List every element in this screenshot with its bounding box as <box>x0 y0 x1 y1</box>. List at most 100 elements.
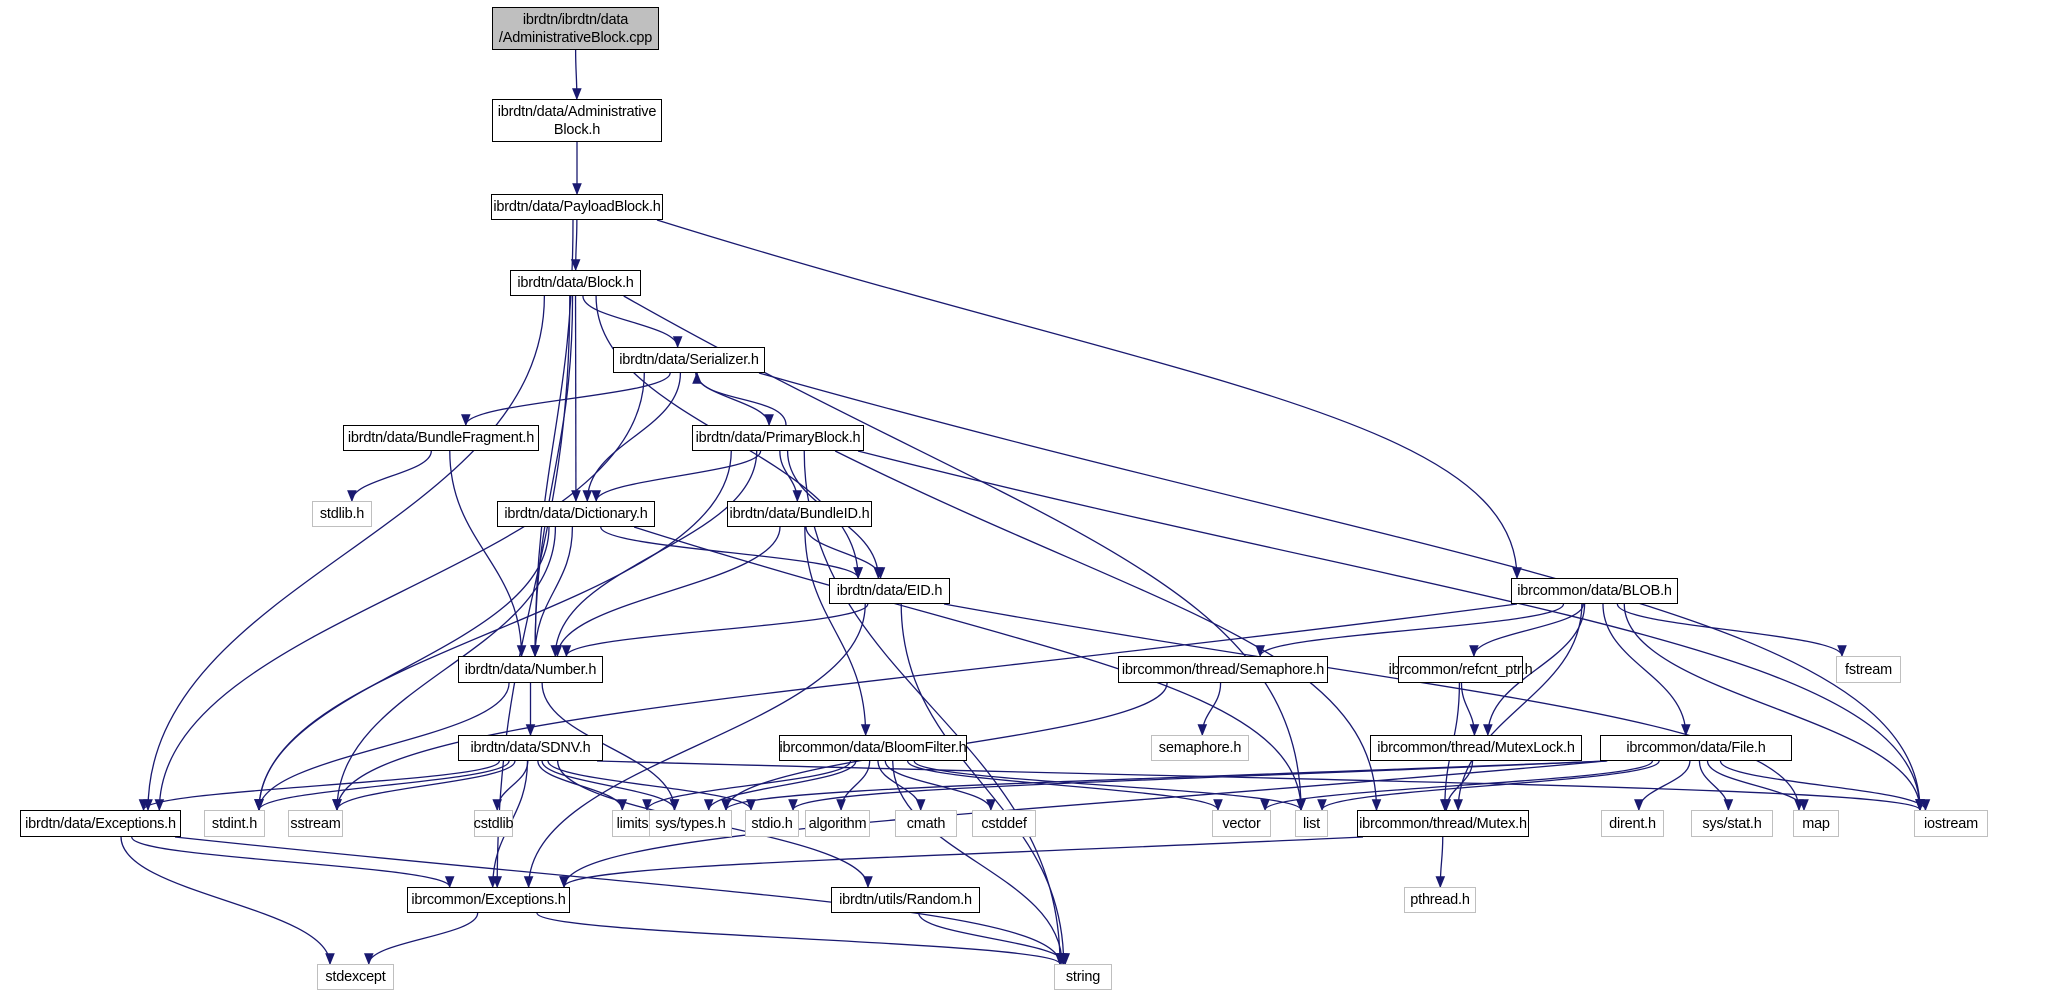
edge-sdnv-to-sstream <box>332 760 516 812</box>
edge-mutex-to-ibrexceptions <box>559 836 1364 889</box>
node-ibrexceptions[interactable]: ibrcommon/Exceptions.h <box>407 887 570 913</box>
edge-primaryblock-to-mutex <box>834 450 1382 812</box>
node-limits: limits <box>612 810 653 837</box>
edge-bundlefragment-to-stdlib <box>347 450 432 503</box>
edge-bloomfilter-to-systypes <box>704 760 857 812</box>
edge-bloomfilter-to-string <box>892 760 1067 966</box>
edge-sdnv-to-systypes <box>541 760 680 812</box>
edge-sdnv-to-iostream <box>596 760 1925 812</box>
node-bundleid[interactable]: ibrdtn/data/BundleID.h <box>727 501 872 527</box>
edge-file-to-map <box>1706 760 1809 812</box>
node-bundlefragment[interactable]: ibrdtn/data/BundleFragment.h <box>343 425 539 451</box>
node-mutex[interactable]: ibrcommon/thread/Mutex.h <box>1357 810 1529 837</box>
node-block[interactable]: ibrdtn/data/Block.h <box>510 270 641 296</box>
edge-blob-to-file <box>1602 603 1691 737</box>
edge-semaphore-to-semaphore-h <box>1197 682 1222 737</box>
edge-file-to-list <box>1317 760 1660 812</box>
node-cstdlib: cstdlib <box>474 810 514 837</box>
edge-dictionary-to-stdint <box>254 526 550 812</box>
edge-sdnv-to-stdint <box>254 760 510 812</box>
node-dirent: dirent.h <box>1601 810 1664 837</box>
edge-serializer-to-primaryblock <box>695 372 774 427</box>
node-payloadblock[interactable]: ibrdtn/data/PayloadBlock.h <box>491 194 663 220</box>
node-string: string <box>1054 964 1112 990</box>
node-number[interactable]: ibrdtn/data/Number.h <box>458 656 603 683</box>
edge-dictionary-to-list <box>633 526 1306 812</box>
edge-bloomfilter-to-cmath <box>877 760 926 812</box>
edge-blob-to-sstream <box>332 603 1518 812</box>
node-primaryblock[interactable]: ibrdtn/data/PrimaryBlock.h <box>692 425 864 451</box>
edge-eid-to-ibrexceptions <box>523 603 866 889</box>
node-sysstat: sys/stat.h <box>1691 810 1773 837</box>
node-stdio: stdio.h <box>745 810 799 837</box>
edge-primaryblock-to-dictionary <box>591 450 762 503</box>
node-semaphore[interactable]: ibrcommon/thread/Semaphore.h <box>1118 656 1328 683</box>
edge-exceptions-to-ibrexceptions <box>131 836 455 889</box>
node-exceptions[interactable]: ibrdtn/data/Exceptions.h <box>20 810 181 837</box>
node-root: ibrdtn/ibrdtn/data /AdministrativeBlock.… <box>492 7 659 50</box>
edge-number-to-systypes <box>541 682 680 812</box>
node-vector: vector <box>1212 810 1271 837</box>
node-file[interactable]: ibrcommon/data/File.h <box>1600 735 1792 761</box>
edge-bundlefragment-to-number <box>449 450 527 658</box>
edge-ibrexceptions-to-string <box>536 912 1065 966</box>
node-cstddef: cstddef <box>972 810 1036 837</box>
node-semaphore-h: semaphore.h <box>1151 735 1249 761</box>
node-stdlib: stdlib.h <box>312 501 372 527</box>
node-systypes: sys/types.h <box>649 810 732 837</box>
edge-exceptions-to-stdexcept <box>120 836 335 966</box>
edge-serializer-to-exceptions <box>154 372 645 812</box>
edge-blob-to-refcnt <box>1469 603 1584 658</box>
node-bloomfilter[interactable]: ibrcommon/data/BloomFilter.h <box>779 735 967 761</box>
node-refcnt[interactable]: ibrcommon/refcnt_ptr.h <box>1389 656 1533 683</box>
edge-bloomfilter-to-list <box>913 760 1306 812</box>
node-list: list <box>1295 810 1328 837</box>
edge-file-to-sysstat <box>1698 760 1734 812</box>
edge-primaryblock-to-bundleid <box>779 450 803 503</box>
node-mutexlock[interactable]: ibrcommon/thread/MutexLock.h <box>1370 735 1582 761</box>
node-random[interactable]: ibrdtn/utils/Random.h <box>831 887 980 913</box>
edge-primaryblock-to-serializer <box>692 371 787 426</box>
edge-eid-to-number <box>561 603 869 658</box>
edge-serializer-to-bundlefragment <box>461 372 671 427</box>
edge-refcnt-to-mutexlock <box>1460 682 1480 737</box>
node-sstream: sstream <box>288 810 343 837</box>
node-serializer[interactable]: ibrdtn/data/Serializer.h <box>613 347 765 373</box>
node-dictionary[interactable]: ibrdtn/data/Dictionary.h <box>497 501 655 527</box>
edge-blob-to-semaphore <box>1255 603 1565 658</box>
node-iostream: iostream <box>1914 810 1988 837</box>
edge-ibrexceptions-to-stdexcept <box>364 912 479 966</box>
node-fstream: fstream <box>1836 656 1901 683</box>
node-map: map <box>1793 810 1839 837</box>
edge-dictionary-to-number <box>530 526 574 658</box>
edge-block-to-list <box>623 295 1306 812</box>
edge-bloomfilter-to-cstddef <box>884 760 996 812</box>
edge-serializer-to-dictionary <box>582 372 682 503</box>
edge-bundleid-to-number <box>552 526 781 658</box>
edge-eid-to-string <box>900 603 1069 966</box>
edge-root-to-adminblock <box>572 49 582 101</box>
edge-mutex-to-pthread <box>1435 836 1446 889</box>
edge-blob-to-fstream <box>1616 603 1847 658</box>
edge-bloomfilter-to-vector <box>906 760 1223 812</box>
edge-sdnv-to-exceptions <box>138 760 500 812</box>
edge-payloadblock-to-blob <box>656 219 1522 580</box>
edge-block-to-number <box>530 295 574 658</box>
edge-bundleid-to-bloomfilter <box>804 526 871 737</box>
edge-payloadblock-to-block <box>570 219 581 272</box>
node-blob[interactable]: ibrcommon/data/BLOB.h <box>1511 578 1678 604</box>
node-eid[interactable]: ibrdtn/data/EID.h <box>829 578 950 604</box>
edge-file-to-dirent <box>1634 760 1691 812</box>
node-sdnv[interactable]: ibrdtn/data/SDNV.h <box>458 735 603 761</box>
edge-random-to-string <box>918 912 1070 966</box>
edge-exceptions-to-string <box>174 836 1065 966</box>
node-adminblock[interactable]: ibrdtn/data/Administrative Block.h <box>492 99 662 142</box>
edge-bloomfilter-to-algorithm <box>836 760 871 812</box>
edge-block-to-exceptions <box>143 295 546 812</box>
node-algorithm: algorithm <box>805 810 870 837</box>
edge-file-to-iostream <box>1719 760 1931 812</box>
edge-file-to-systypes <box>721 760 1607 812</box>
edge-primaryblock-to-string <box>803 450 1065 966</box>
